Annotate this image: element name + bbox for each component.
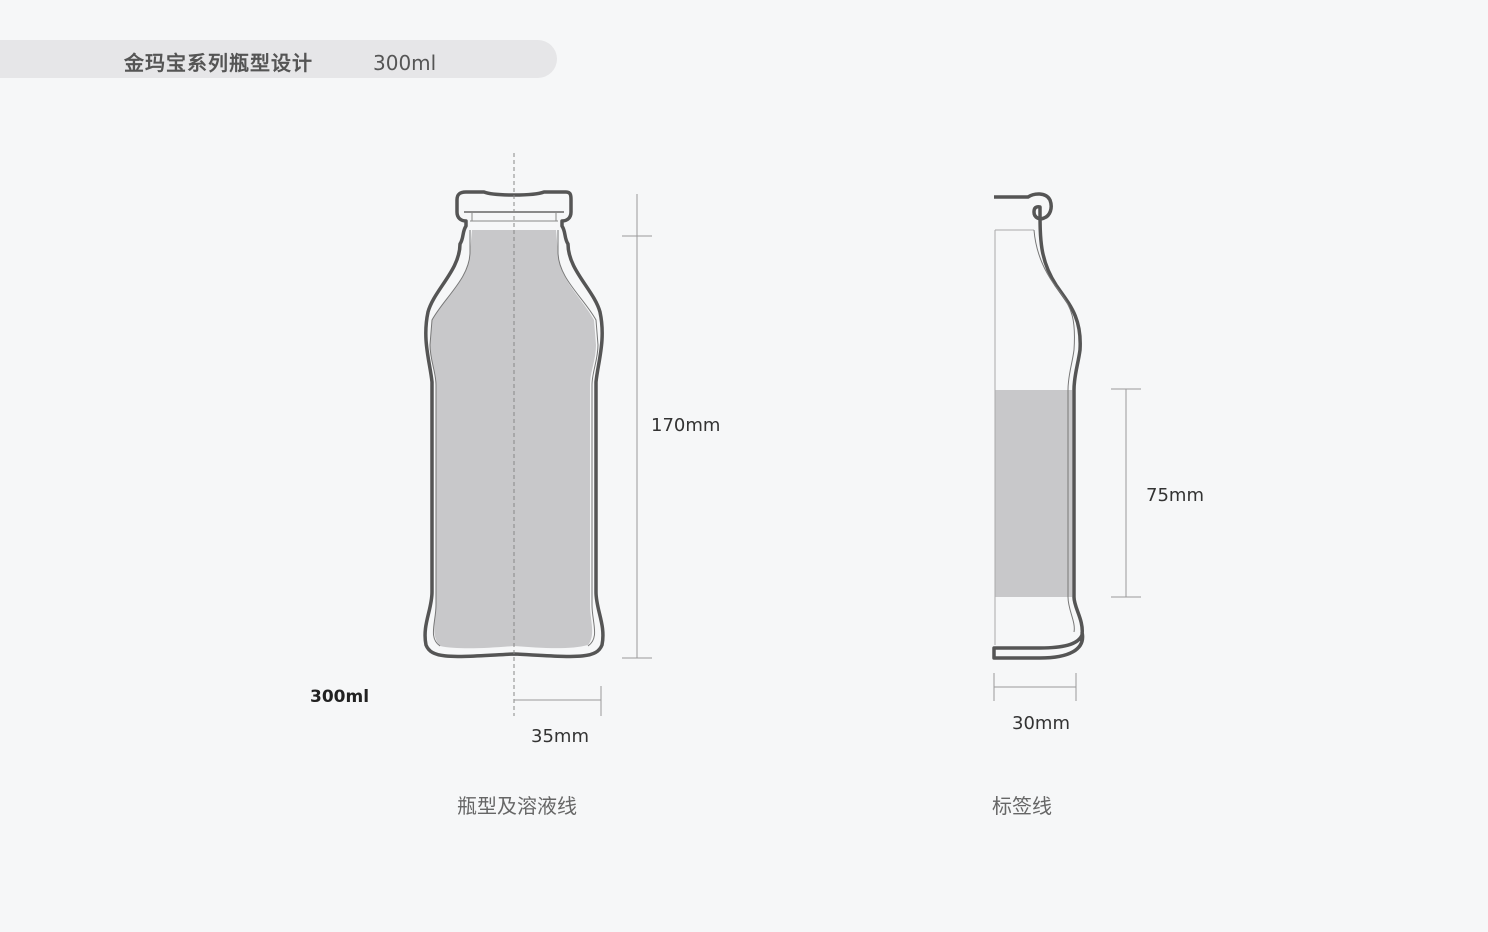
front-view-caption: 瓶型及溶液线 [457, 794, 577, 818]
header-bar [0, 40, 557, 78]
height-dimension [622, 194, 652, 659]
liquid-fill [430, 230, 596, 649]
front-view: 170mm 35mm 300ml 瓶型及溶液线 [310, 153, 720, 818]
side-view-caption: 标签线 [992, 794, 1052, 818]
half-width-dimension [514, 686, 602, 716]
side-view: 75mm 30mm 标签线 [992, 192, 1204, 818]
side-profile-outline [992, 192, 1085, 660]
label-height-dimension [1111, 388, 1141, 598]
page-title: 金玛宝系列瓶型设计 [124, 51, 313, 75]
header-volume: 300ml [373, 51, 437, 75]
height-dimension-label: 170mm [651, 415, 720, 436]
label-band [995, 390, 1072, 597]
side-width-dimension [993, 673, 1077, 701]
bottle-inner-wall [429, 230, 471, 647]
side-width-dimension-label: 30mm [1012, 713, 1070, 734]
bottle-outline [423, 190, 605, 659]
label-height-dimension-label: 75mm [1146, 485, 1204, 506]
half-width-dimension-label: 35mm [531, 726, 589, 747]
volume-label: 300ml [310, 687, 369, 707]
